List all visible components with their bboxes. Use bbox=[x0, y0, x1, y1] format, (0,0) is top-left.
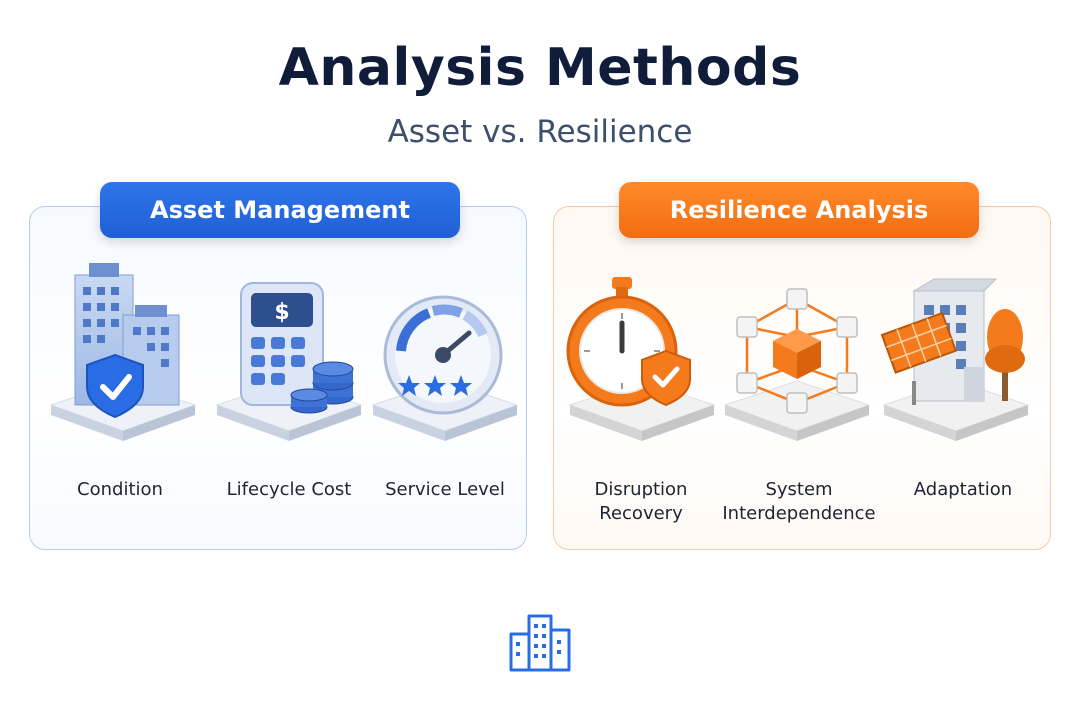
system-interdependence-label: System Interdependence bbox=[714, 478, 884, 526]
building-solar-tree-icon bbox=[876, 255, 1036, 455]
city-buildings-logo-icon bbox=[505, 612, 575, 674]
page-subtitle: Asset vs. Resilience bbox=[387, 114, 693, 150]
service-level-label: Service Level bbox=[385, 479, 505, 500]
network-cubes-icon bbox=[717, 255, 877, 455]
building-shield-icon bbox=[43, 255, 203, 455]
disruption-recovery-label: Disruption Recovery bbox=[556, 478, 726, 526]
system-interdependence-label-line1: System bbox=[765, 479, 833, 500]
disruption-recovery-label-line2: Recovery bbox=[599, 503, 683, 524]
gauge-stars-icon bbox=[365, 255, 525, 455]
asset-management-heading: Asset Management bbox=[100, 182, 460, 238]
system-interdependence-label-line2: Interdependence bbox=[722, 503, 876, 524]
lifecycle-cost-label: Lifecycle Cost bbox=[226, 479, 352, 500]
stopwatch-shield-icon bbox=[562, 255, 722, 455]
calculator-coins-icon: $ bbox=[209, 255, 369, 455]
resilience-analysis-heading: Resilience Analysis bbox=[619, 182, 979, 238]
condition-label: Condition bbox=[77, 479, 163, 500]
page-title: Analysis Methods bbox=[278, 38, 802, 98]
svg-text:$: $ bbox=[274, 300, 289, 325]
adaptation-label: Adaptation bbox=[913, 479, 1013, 500]
disruption-recovery-label-line1: Disruption bbox=[594, 479, 688, 500]
